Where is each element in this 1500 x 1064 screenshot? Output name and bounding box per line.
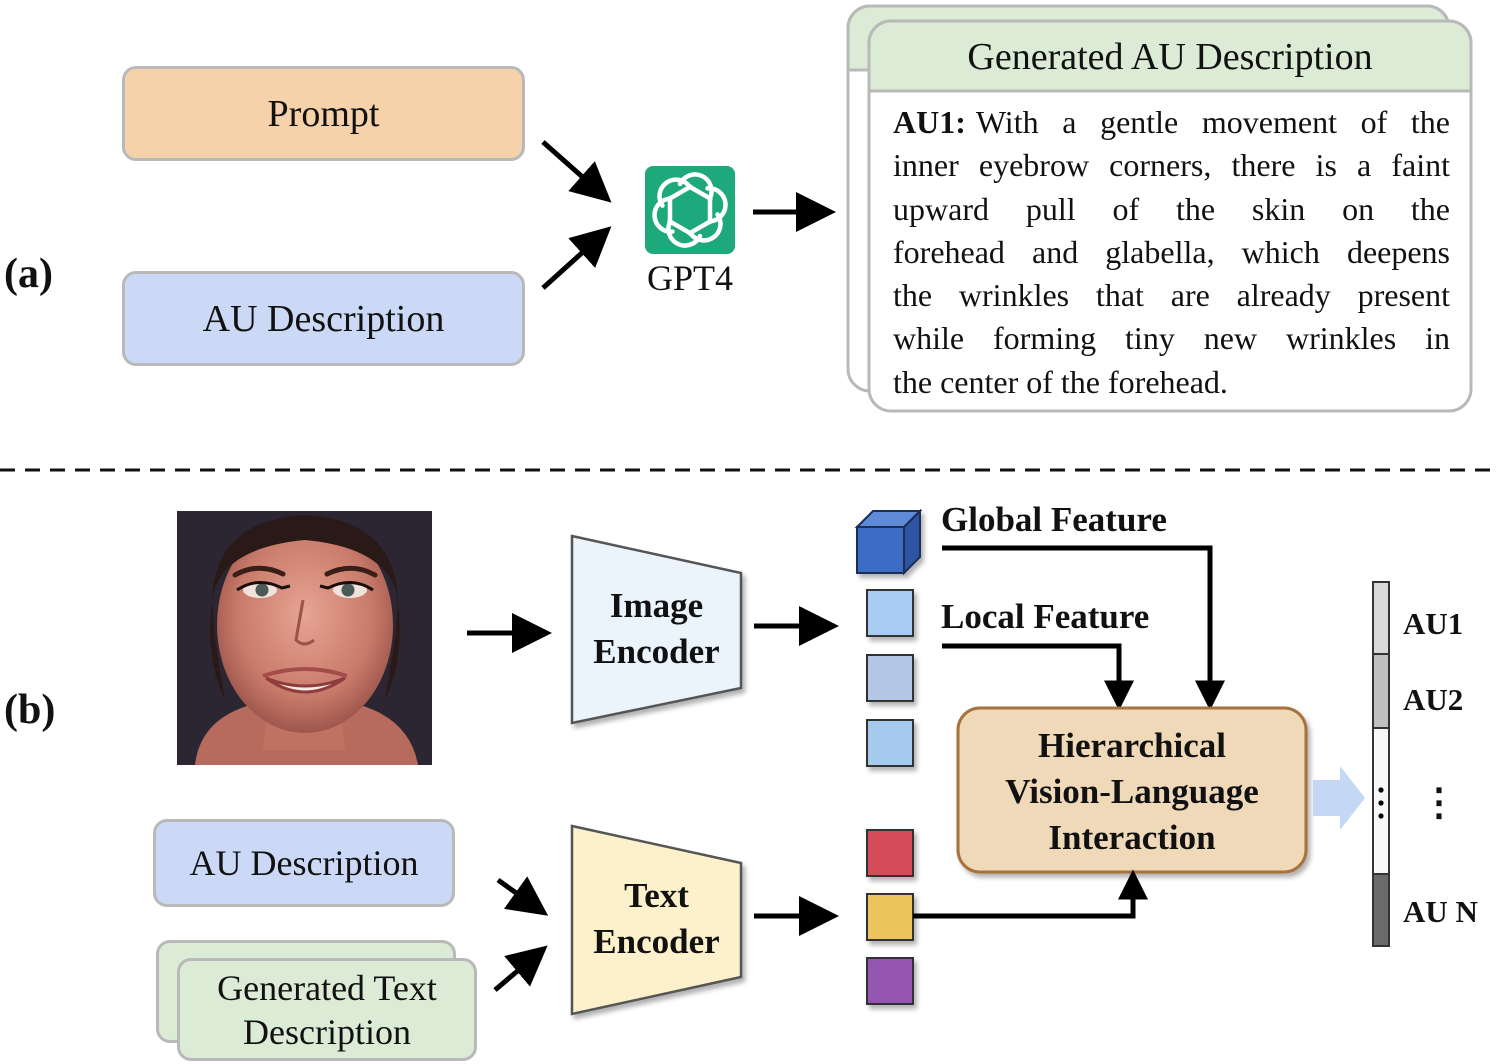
arrow-audesc-to-text-encoder [496,876,549,916]
output-arrow [1313,766,1365,830]
gpt4-label: GPT4 [646,258,733,298]
output-line-2: inner eyebrow corners, there is a faint [893,147,1450,184]
panel-b-label: (b) [4,687,56,733]
generated-text-line-2: Description [243,1011,411,1052]
output-line-1-text: With a gentle movement of the [975,104,1450,140]
text-encoder-label: Text Encoder [572,873,741,965]
au-output-column [1372,581,1390,947]
output-card-body: AU1: With a gentle movement of the inner… [893,101,1450,404]
output-card-title: Generated AU Description [967,36,1373,78]
openai-logo-icon [645,166,735,254]
image-encoder-line-1: Image [609,586,704,625]
prompt-box-label: Prompt [267,92,380,135]
output-line-1: AU1: With a gentle movement of the [893,101,1450,144]
arrow-audesc-to-gpt [541,226,612,290]
panel-a-label: (a) [4,251,53,297]
arrow-generated-to-text-encoder [493,945,548,992]
local-feature-token-1 [866,589,914,637]
local-feature-token-2 [866,654,914,702]
local-feature-token-3 [866,719,914,767]
interaction-line-3: Interaction [1048,818,1216,857]
au-description-box-b: AU Description [153,819,455,907]
interaction-module-label: Hierarchical Vision-Language Interaction [958,723,1306,861]
output-au2-label: AU2 [1403,682,1464,717]
global-feature-cube [854,508,923,576]
interaction-line-1: Hierarchical [1038,726,1226,765]
arrow-prompt-to-gpt [541,140,612,203]
output-au1-label: AU1 [1403,606,1464,641]
image-encoder-label: Image Encoder [572,583,741,675]
text-feature-token-3 [866,957,914,1005]
generated-text-box: Generated Text Description [177,958,477,1061]
au-description-box-a: AU Description [122,271,525,366]
local-feature-label: Local Feature [941,597,1150,636]
prompt-box: Prompt [122,66,525,161]
output-aun-label: AU N [1403,894,1478,929]
output-line-5: the wrinkles that are already present [893,277,1450,314]
text-feature-token-2 [866,893,914,941]
interaction-line-2: Vision-Language [1005,772,1259,811]
au-description-box-a-label: AU Description [202,297,445,340]
generated-text-line-1: Generated Text [217,967,437,1008]
output-line-6: while forming tiny new wrinkles in [893,320,1450,357]
text-feature-token-1 [866,829,914,877]
output-line-7: the center of the forehead. [893,363,1228,400]
image-encoder-line-2: Encoder [593,632,720,671]
text-encoder-line-2: Encoder [593,922,720,961]
local-feature-path [942,643,1134,711]
output-line-4: forehead and glabella, which deepens [893,233,1450,270]
image-encoder-shape [570,534,743,725]
text-feature-path [913,869,1148,919]
global-feature-label: Global Feature [941,500,1167,539]
output-line-3: upward pull of the skin on the [893,190,1450,227]
text-encoder-line-1: Text [624,876,689,915]
text-encoder-shape [570,824,743,1016]
output-dots-label: ⋮ [1420,782,1458,824]
output-lead: AU1: [893,104,966,140]
face-photo [177,511,432,765]
au-description-box-b-label: AU Description [189,843,419,883]
global-feature-path [942,545,1225,711]
